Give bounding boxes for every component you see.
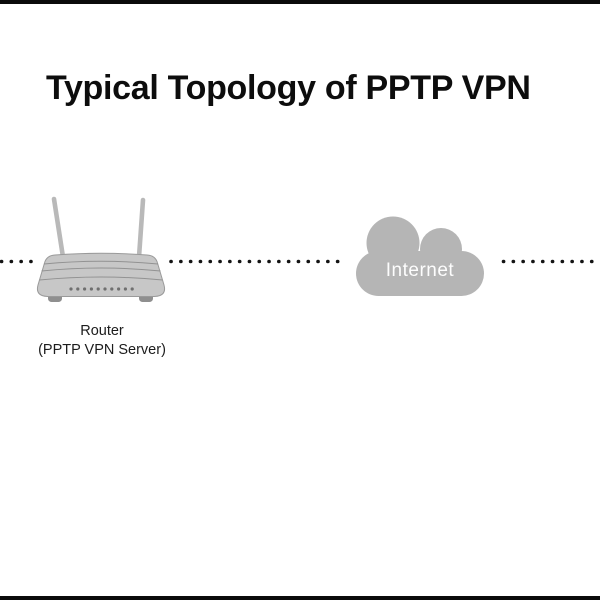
letterbox-top-bar bbox=[0, 0, 600, 4]
router-label: Router (PPTP VPN Server) bbox=[0, 322, 204, 359]
router-antenna-left bbox=[51, 196, 66, 260]
internet-label: Internet bbox=[386, 260, 455, 281]
wireless-router-icon bbox=[36, 196, 166, 302]
router-label-line1: Router bbox=[80, 323, 124, 339]
router-body bbox=[36, 252, 166, 297]
cloud-icon: Internet bbox=[356, 216, 484, 296]
router-seam-3 bbox=[39, 276, 163, 281]
router-seam-1 bbox=[43, 260, 159, 265]
router-label-line2: (PPTP VPN Server) bbox=[38, 341, 166, 358]
router-led-row bbox=[69, 287, 134, 291]
page-title: Typical Topology of PPTP VPN bbox=[46, 69, 531, 107]
letterbox-bottom-bar bbox=[0, 596, 600, 600]
router-seam-2 bbox=[41, 267, 161, 272]
router-antenna-right bbox=[136, 197, 146, 260]
